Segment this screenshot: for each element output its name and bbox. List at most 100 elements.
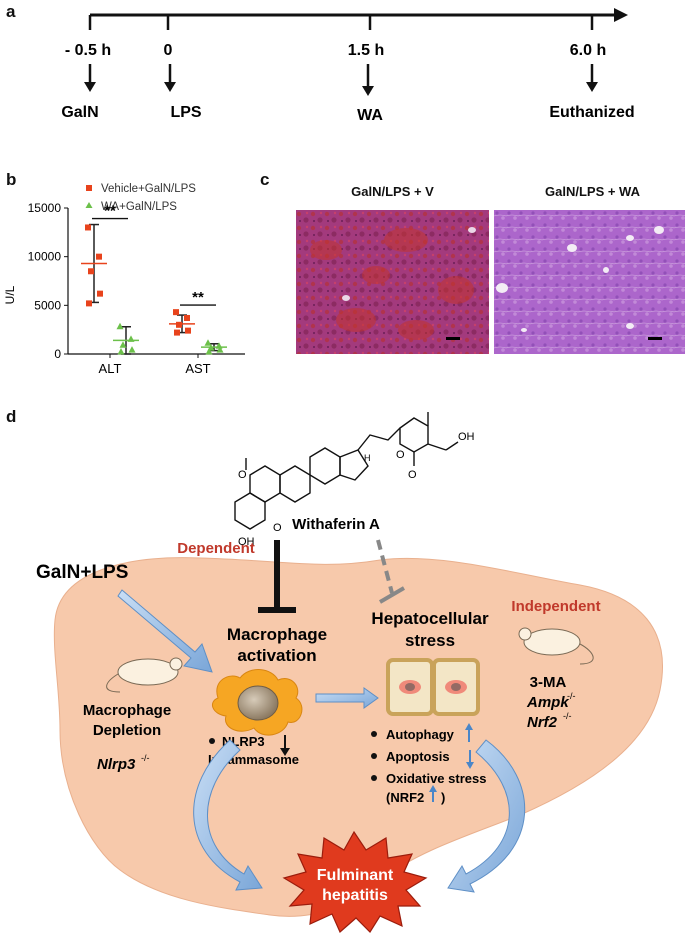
lactone-oxygen: O: [408, 469, 417, 481]
mouse-icon-right: [518, 627, 594, 665]
oh-side-label: OH: [458, 431, 475, 443]
macrophage-depletion-line2: Depletion: [93, 722, 161, 739]
mouse-icon-left: [106, 657, 183, 693]
3ma-label: 3-MA: [530, 674, 567, 691]
oxidative-stress-label: Oxidative stress: [386, 771, 486, 786]
series-1-ast-point-1: [215, 342, 223, 349]
mechanism-schematic: O OH O H O O OH Withaferin A Dependent G…: [36, 412, 663, 933]
significance-label-ast: **: [192, 289, 204, 306]
series-1-alt-point-0: [116, 322, 124, 330]
nrf2-knockout-label: Nrf2: [527, 714, 558, 731]
micrograph-vehicle: [296, 210, 489, 354]
y-tick-label-0: 0: [54, 347, 61, 361]
series-0-ast-point-1: [184, 314, 190, 321]
enzyme-chart: Vehicle+GalN/LPS WA+GalN/LPS U/L 0 5000 10…: [3, 183, 245, 376]
curved-arrow-left: [193, 739, 263, 891]
autophagy-label: Autophagy: [386, 727, 455, 742]
outcome-line1: Fulminant: [317, 867, 394, 884]
legend-marker-vehicle: [86, 185, 92, 191]
ampk-knockout-label: Ampk: [526, 694, 569, 711]
y-axis-label: U/L: [3, 285, 17, 304]
outcome-starburst: [282, 830, 428, 933]
y-tick-label-1: 5000: [34, 298, 61, 312]
time-label-2: 0: [164, 42, 173, 59]
series-0-ast-point-2: [176, 321, 182, 328]
y-tick-label-3: 15000: [28, 201, 62, 215]
series-1-alt-point-2: [119, 341, 127, 348]
nrf2-paren-open: (NRF2: [386, 790, 424, 805]
micrograph-title-wa: GalN/LPS + WA: [545, 184, 640, 199]
apoptosis-down-arrow: [466, 762, 474, 769]
scale-bar-wa: [648, 337, 662, 340]
series-0-ast-point-4: [174, 329, 180, 336]
withaferin-a-structure: [234, 412, 459, 530]
epoxide-oxygen: O: [273, 522, 282, 534]
x-tick-label-alt: ALT: [99, 361, 122, 376]
panel-d-label: d: [6, 407, 17, 426]
curved-arrow-right: [447, 739, 526, 893]
panel-c-label: c: [260, 170, 270, 189]
event-label-1: GalN: [61, 104, 98, 121]
hepatocellular-stress-line1: Hepatocellular: [371, 609, 489, 628]
event-label-4: Euthanized: [549, 104, 634, 121]
timeline: - 0.5 h 0 1.5 h 6.0 h GalN LPS WA Euthan…: [61, 8, 635, 124]
macrophage-depletion-line1: Macrophage: [83, 702, 171, 719]
time-label-4: 6.0 h: [570, 42, 606, 59]
activation-to-stress-arrow: [315, 687, 379, 709]
legend-label-wa: WA+GalN/LPS: [101, 201, 177, 213]
micrograph-title-vehicle: GalN/LPS + V: [351, 184, 434, 199]
nrf2-up-arrow: [429, 785, 437, 792]
ketone-oxygen: O: [238, 469, 247, 481]
nlrp3-ko-superscript: -/-: [141, 753, 150, 763]
macrophage-activation-line1: Macrophage: [227, 625, 327, 644]
lactone-ring-oxygen: O: [396, 449, 405, 461]
inhibition-line-independent: [376, 539, 394, 594]
scale-bar-vehicle: [446, 337, 460, 340]
series-0-alt-point-4: [86, 300, 92, 307]
legend-label-vehicle: Vehicle+GalN/LPS: [101, 183, 196, 195]
timeline-arrowhead: [614, 8, 628, 22]
nrf2-ko-superscript: -/-: [563, 711, 572, 721]
series-0-alt-point-1: [96, 253, 102, 260]
hepatocyte-cells: [386, 658, 480, 716]
outcome-line2: hepatitis: [322, 887, 388, 904]
series-1-alt-point-1: [127, 335, 135, 342]
micrograph-wa: [494, 210, 685, 354]
galn-lps-arrow: [117, 589, 213, 673]
legend-marker-wa: [85, 202, 93, 208]
y-tick-label-2: 10000: [28, 250, 62, 264]
series-0-ast-point-3: [185, 327, 191, 334]
series-1-ast-point-4: [205, 348, 213, 355]
series-0-alt-point-3: [97, 290, 103, 297]
series-0-alt-point-2: [88, 268, 94, 275]
macrophage-activation-line2: activation: [237, 646, 316, 665]
series-0-alt-point-0: [85, 224, 91, 231]
series-1-ast-point-0: [204, 339, 212, 346]
nlrp3-down-arrow: [280, 748, 290, 756]
panel-a-label: a: [6, 2, 16, 21]
event-label-3: WA: [357, 107, 383, 124]
series-1-ast-point-3: [216, 346, 224, 353]
nrf2-paren-close: ): [441, 790, 445, 805]
chart-legend: Vehicle+GalN/LPS WA+GalN/LPS: [85, 183, 196, 213]
significance-label-alt: **: [104, 203, 116, 220]
apoptosis-label: Apoptosis: [386, 749, 450, 764]
time-label-1: - 0.5 h: [65, 42, 111, 59]
series-1-alt-point-3: [128, 346, 136, 353]
h-label: H: [364, 453, 371, 463]
series-0-ast-point-0: [173, 309, 179, 316]
event-label-2: LPS: [170, 104, 201, 121]
independent-label: Independent: [511, 598, 600, 615]
panel-b-label: b: [6, 170, 17, 189]
series-1-alt-point-4: [117, 348, 125, 355]
oh-bottom-label: OH: [238, 536, 255, 548]
time-label-3: 1.5 h: [348, 42, 384, 59]
hepatocellular-stress-line2: stress: [405, 631, 455, 650]
nlrp3-knockout-label: Nlrp3: [97, 756, 136, 773]
autophagy-up-arrow: [465, 723, 473, 730]
dependent-label: Dependent: [177, 540, 255, 557]
galn-lps-label: GalN+LPS: [36, 562, 128, 583]
x-tick-label-ast: AST: [185, 361, 210, 376]
compound-name: Withaferin A: [292, 516, 380, 533]
ampk-ko-superscript: -/-: [567, 691, 576, 701]
